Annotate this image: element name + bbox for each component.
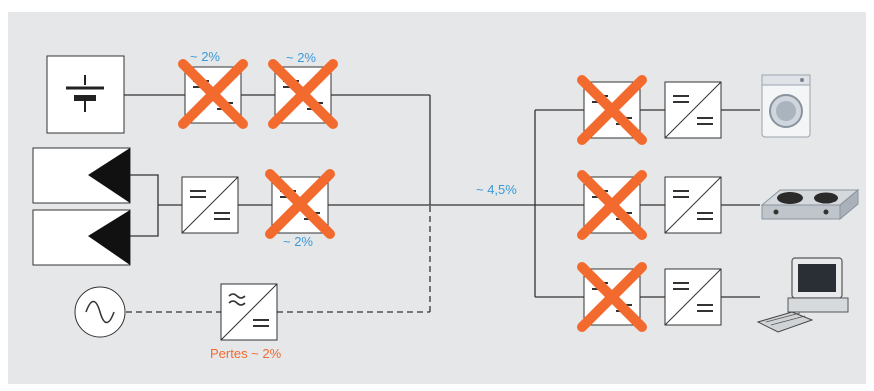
computer-icon — [756, 257, 849, 333]
dc-dc-converter-icon — [664, 176, 722, 234]
ac-dc-converter-icon — [220, 283, 278, 341]
battery-icon — [46, 55, 125, 134]
dc-dc-converter-icon — [181, 176, 239, 234]
loss-label-top2: ~ 2% — [286, 50, 316, 65]
loss-label-grid: Pertes ~ 2% — [210, 346, 282, 361]
washing-machine-icon — [761, 74, 811, 138]
solar-panel-icon — [32, 209, 131, 266]
wiring — [124, 94, 760, 298]
ac-grid-icon — [74, 286, 126, 338]
loss-label-bus: ~ 4,5% — [476, 182, 517, 197]
diagram-canvas — [8, 12, 866, 384]
dc-dc-converter-icon — [664, 268, 722, 326]
solar-panel-icon — [32, 147, 131, 204]
dc-dc-converter-icon — [664, 81, 722, 139]
grid-dashed-line — [126, 205, 431, 313]
hot-plate-icon — [760, 188, 860, 221]
loss-label-mid: ~ 2% — [283, 234, 313, 249]
loss-label-top1: ~ 2% — [190, 49, 220, 64]
